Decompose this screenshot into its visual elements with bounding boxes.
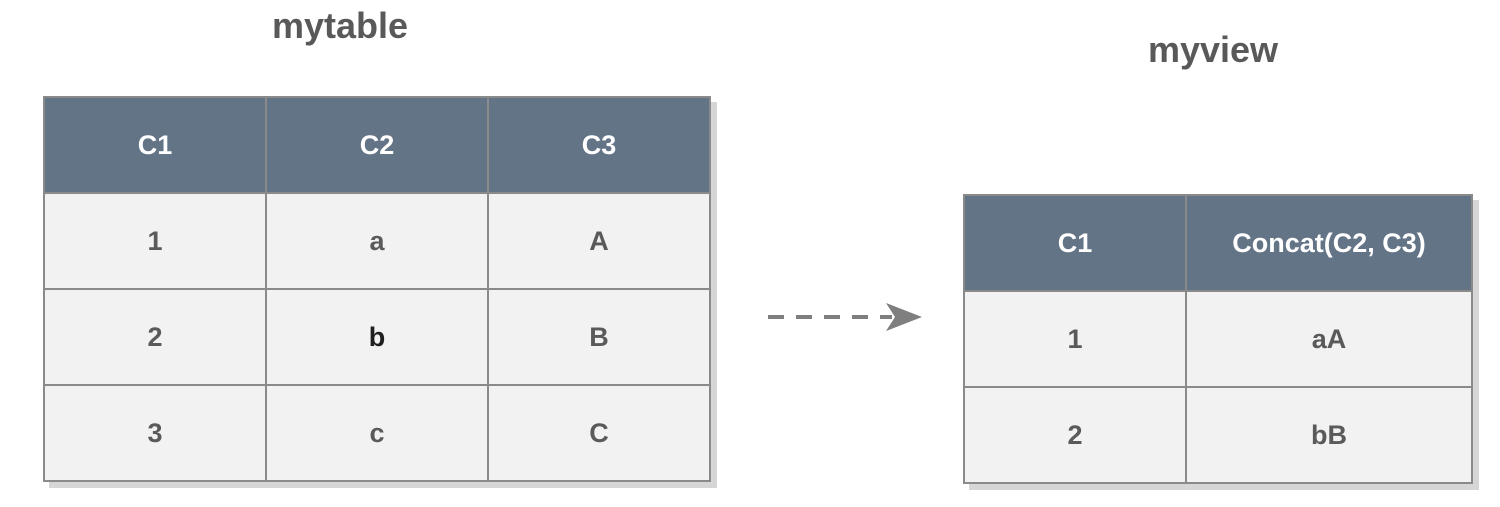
column-header-concat: Concat(C2, C3) — [1185, 194, 1473, 292]
table-row: 2 bB — [963, 386, 1473, 484]
table-cell: c — [265, 384, 489, 482]
myview-table: C1 Concat(C2, C3) 1 aA 2 bB — [963, 194, 1473, 484]
table-cell: 1 — [963, 290, 1187, 388]
table-cell: 2 — [43, 288, 267, 386]
table-cell: aA — [1185, 290, 1473, 388]
mytable-table: C1 C2 C3 1 a A 2 b B 3 c C — [43, 96, 711, 482]
table-cell: 2 — [963, 386, 1187, 484]
column-header-c2: C2 — [265, 96, 489, 194]
table-header-row: C1 Concat(C2, C3) — [963, 194, 1473, 292]
table-cell: A — [487, 192, 711, 290]
table-cell: a — [265, 192, 489, 290]
table-row: 3 c C — [43, 384, 711, 482]
table-row: 2 b B — [43, 288, 711, 386]
table-cell: bB — [1185, 386, 1473, 484]
column-header-c1: C1 — [963, 194, 1187, 292]
table-cell: b — [265, 288, 489, 386]
table-cell: C — [487, 384, 711, 482]
dashed-arrow-right-icon — [768, 303, 922, 331]
table-cell: 1 — [43, 192, 267, 290]
myview-title: myview — [1147, 29, 1279, 70]
arrow-head — [886, 303, 922, 331]
column-header-c3: C3 — [487, 96, 711, 194]
table-cell: 3 — [43, 384, 267, 482]
table-cell: B — [487, 288, 711, 386]
table-row: 1 a A — [43, 192, 711, 290]
column-header-c1: C1 — [43, 96, 267, 194]
mytable-title: mytable — [271, 5, 409, 46]
table-row: 1 aA — [963, 290, 1473, 388]
table-header-row: C1 C2 C3 — [43, 96, 711, 194]
